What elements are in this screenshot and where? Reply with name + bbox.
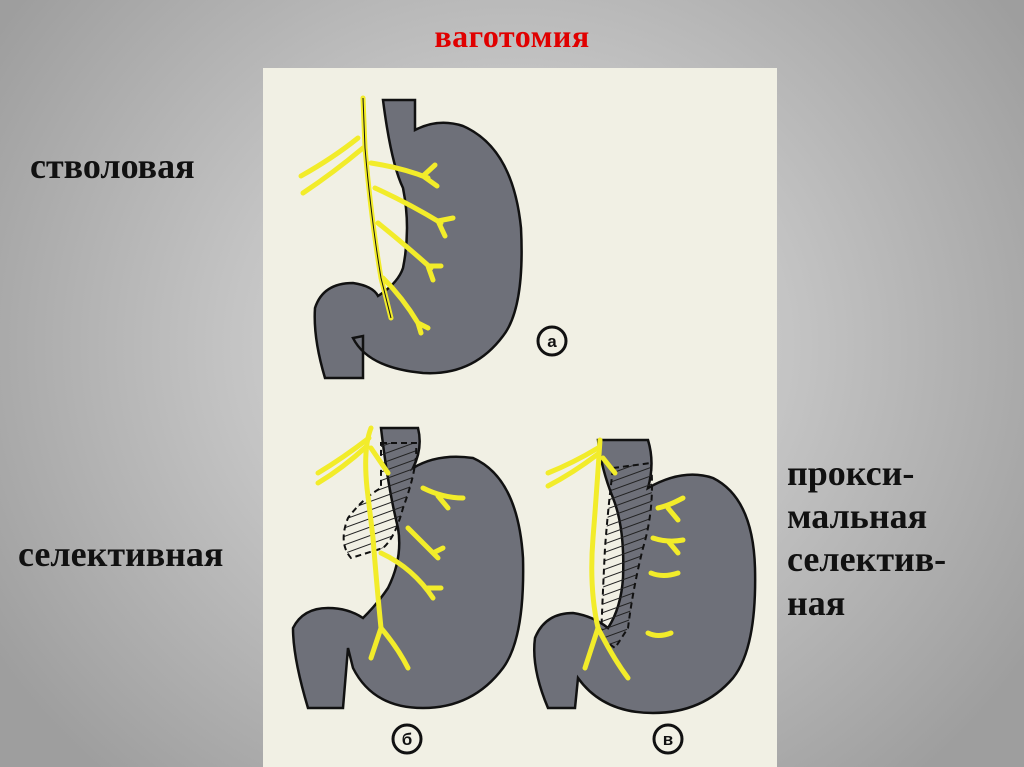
label-line: мальная xyxy=(787,496,928,537)
stomach-icon xyxy=(313,98,523,380)
diagram-c-proximal-selective: в xyxy=(533,437,757,755)
stomach-diagrams: а б xyxy=(291,95,757,755)
label-line: селектив- xyxy=(787,539,947,580)
label-line: ная xyxy=(787,582,846,623)
label-proximal-selective-vagotomy: прокси- мальная селектив- ная xyxy=(787,452,946,625)
marker-b-text: б xyxy=(402,730,413,749)
slide-title: ваготомия xyxy=(434,18,590,54)
label-truncal-vagotomy: стволовая xyxy=(30,146,195,186)
panel-marker-b xyxy=(391,723,423,755)
diagram-a-truncal: а xyxy=(298,95,568,380)
marker-a-text: а xyxy=(547,332,557,351)
label-line: прокси- xyxy=(787,453,915,493)
vagotomy-illustration: а б xyxy=(263,68,777,767)
hatched-region xyxy=(342,442,418,560)
panel-marker-a xyxy=(536,325,568,357)
hatched-region xyxy=(599,461,653,650)
marker-c-text: в xyxy=(663,730,673,749)
diagram-b-selective: б xyxy=(291,425,525,755)
panel-marker-c xyxy=(652,723,684,755)
label-selective-vagotomy: селективная xyxy=(18,534,224,574)
